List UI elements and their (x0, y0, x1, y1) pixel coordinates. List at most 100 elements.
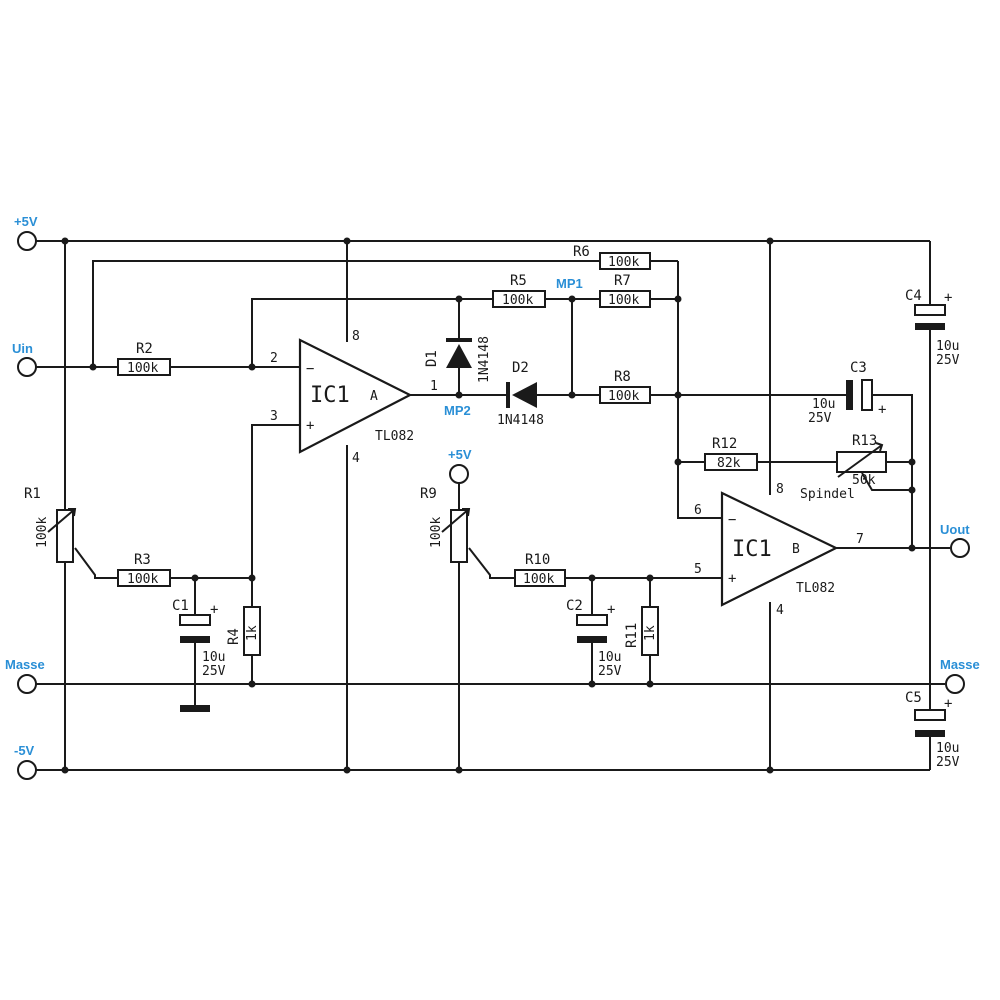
resistor-r11-value: 1k (643, 625, 658, 641)
capacitor-c5: + C5 10u 25V (905, 690, 960, 770)
terminal-masse-left-label: Masse (5, 657, 45, 672)
trimmer-r13: R13 50k Spindel (800, 433, 887, 502)
opamp-ic1b-pin-vpos: 8 (776, 482, 784, 497)
potentiometer-r1-value: 100k (35, 517, 50, 548)
wires (36, 240, 950, 771)
capacitor-c2-name: C2 (566, 598, 583, 614)
potentiometer-r9: R9 100k (420, 486, 471, 563)
resistor-r8: 100k R8 (599, 369, 651, 404)
junction-dots (61, 237, 916, 774)
potentiometer-r9-name: R9 (420, 486, 437, 502)
terminal-uin-label: Uin (12, 341, 33, 356)
capacitor-c3: + C3 10u 25V (808, 360, 886, 426)
terminal-vminus: -5V (14, 743, 37, 780)
opamp-ic1b: − + IC1 B TL082 6 5 7 8 4 (694, 482, 864, 618)
resistor-r4-name: R4 (226, 628, 242, 645)
terminal-masse-right: Masse (940, 657, 980, 694)
resistor-r5-name: R5 (510, 273, 527, 289)
trimmer-r13-value: 50k (852, 473, 876, 488)
opamp-ic1b-part: TL082 (796, 581, 835, 596)
resistor-r3-value: 100k (127, 572, 158, 587)
potentiometer-r1-name: R1 (24, 486, 41, 502)
trimmer-r13-name: R13 (852, 433, 877, 449)
diode-d1-part: 1N4148 (477, 336, 492, 383)
opamp-ic1b-name: IC1 (732, 537, 772, 562)
resistor-r3: 100k R3 (117, 552, 171, 587)
resistor-r5: 100k R5 (492, 273, 546, 308)
potentiometer-r1: R1 100k (24, 486, 77, 563)
opamp-ic1a-pin-vpos: 8 (352, 329, 360, 344)
opamp-ic1b-plus: + (728, 571, 736, 587)
terminal-vplus: +5V (14, 214, 38, 251)
resistor-r12-name: R12 (712, 436, 737, 452)
resistor-r6: 100k R6 (573, 244, 651, 270)
resistor-r11: 1k R11 (624, 606, 659, 656)
resistor-r7-value: 100k (608, 293, 639, 308)
capacitor-c3-value: 10u (812, 397, 835, 412)
capacitor-c2-value: 10u (598, 650, 621, 665)
resistor-r12-value: 82k (717, 456, 741, 471)
capacitor-c1-voltage: 25V (202, 664, 226, 679)
resistor-r10-value: 100k (523, 572, 554, 587)
terminal-masse-right-label: Masse (940, 657, 980, 672)
resistor-r2-value: 100k (127, 361, 158, 376)
opamp-ic1b-pin-vneg: 4 (776, 603, 784, 618)
capacitor-c4-plus: + (944, 290, 952, 306)
capacitor-c1-value: 10u (202, 650, 225, 665)
terminal-vplus-r9-label: +5V (448, 447, 472, 462)
resistor-r6-value: 100k (608, 255, 639, 270)
capacitor-c2: + C2 10u 25V (566, 598, 622, 679)
opamp-ic1a: − + IC1 A TL082 2 3 1 8 4 (270, 329, 438, 466)
capacitor-c4-value: 10u (936, 339, 959, 354)
opamp-ic1b-pin-out: 7 (856, 532, 864, 547)
opamp-ic1b-unit: B (792, 542, 800, 557)
capacitor-c1-name: C1 (172, 598, 189, 614)
terminal-vminus-label: -5V (14, 743, 35, 758)
terminal-vplus-label: +5V (14, 214, 38, 229)
terminal-uout: Uout (940, 522, 970, 558)
diode-d2-part: 1N4148 (497, 413, 544, 428)
capacitor-c3-plus: + (878, 402, 886, 418)
opamp-ic1a-pin-plus: 3 (270, 409, 278, 424)
terminal-uout-label: Uout (940, 522, 970, 537)
opamp-ic1b-pin-minus: 6 (694, 503, 702, 518)
resistor-r8-name: R8 (614, 369, 631, 385)
opamp-ic1b-minus: − (728, 512, 736, 528)
opamp-ic1a-minus: − (306, 361, 314, 377)
capacitor-c3-name: C3 (850, 360, 867, 376)
opamp-ic1a-name: IC1 (310, 383, 350, 408)
resistor-r5-value: 100k (502, 293, 533, 308)
resistor-r11-name: R11 (624, 623, 640, 648)
capacitor-c2-plus: + (607, 602, 615, 618)
trimmer-r13-note: Spindel (800, 487, 855, 502)
test-point-mp1: MP1 (556, 276, 583, 291)
capacitor-c5-plus: + (944, 696, 952, 712)
resistor-r2: 100k R2 (117, 341, 171, 376)
diode-d1: D1 1N4148 (424, 336, 492, 383)
resistor-r4-value: 1k (245, 625, 260, 641)
resistor-r3-name: R3 (134, 552, 151, 568)
resistor-r12: 82k R12 (704, 436, 758, 471)
opamp-ic1a-part: TL082 (375, 429, 414, 444)
terminal-uin: Uin (12, 341, 37, 377)
resistor-r8-value: 100k (608, 389, 639, 404)
capacitor-c5-voltage: 25V (936, 755, 960, 770)
capacitor-c2-voltage: 25V (598, 664, 622, 679)
resistor-r6-name: R6 (573, 244, 590, 260)
opamp-ic1a-pin-out: 1 (430, 379, 438, 394)
resistor-r4: 1k R4 (226, 606, 261, 656)
diode-d2-name: D2 (512, 360, 529, 376)
potentiometer-r9-value: 100k (429, 517, 444, 548)
diode-d1-name: D1 (424, 350, 440, 367)
opamp-ic1a-pin-minus: 2 (270, 351, 278, 366)
opamp-ic1a-plus: + (306, 418, 314, 434)
capacitor-c5-name: C5 (905, 690, 922, 706)
opamp-ic1b-pin-plus: 5 (694, 562, 702, 577)
terminal-vplus-r9: +5V (448, 447, 472, 484)
opamp-ic1a-unit: A (370, 389, 378, 404)
capacitor-c5-value: 10u (936, 741, 959, 756)
capacitor-c4: + C4 10u 25V (905, 288, 960, 368)
resistor-r10-name: R10 (525, 552, 550, 568)
opamp-ic1a-pin-vneg: 4 (352, 451, 360, 466)
